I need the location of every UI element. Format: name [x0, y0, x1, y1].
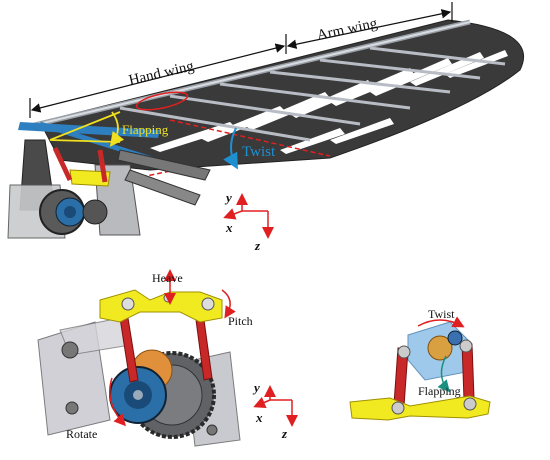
br-yellow-base	[349, 395, 491, 421]
br-twist-label: Twist	[428, 307, 455, 321]
rotate-label: Rotate	[66, 427, 97, 441]
top-coordinate-axes	[223, 193, 274, 239]
pitch-label: Pitch	[228, 314, 253, 328]
bl-axis-y: y	[252, 380, 260, 395]
span-dimension-lines	[29, 2, 453, 118]
top-twist-arrow	[223, 127, 238, 170]
bl-coordinate-axes	[253, 385, 298, 427]
twist-ref-line	[169, 119, 331, 157]
top-axis-z: z	[254, 238, 261, 253]
bl-axis-z: z	[281, 426, 288, 441]
br-flapping-arrow	[437, 355, 450, 393]
top-flapping-label: Flapping	[122, 122, 169, 137]
br-flapping-label: Flapping	[418, 384, 461, 398]
pitch-arrow	[221, 289, 236, 319]
bl-axis-x: x	[255, 410, 263, 425]
top-stand	[7, 139, 211, 239]
top-axis-y: y	[224, 190, 232, 205]
top-axis-x: x	[225, 220, 233, 235]
br-twist-arrow	[417, 316, 465, 328]
hand-wing-label: Hand wing	[127, 58, 196, 89]
bottom-right-mechanism: Twist Flapping	[349, 307, 491, 421]
rotate-arrow	[109, 377, 127, 427]
heave-label: Heave	[152, 271, 183, 285]
bottom-left-mechanism: Heave Pitch Rotate y x z	[37, 269, 298, 447]
top-flapping-indicator	[49, 111, 125, 147]
top-wing-assembly: Flapping Twist Hand wing Arm wing y x z	[7, 2, 525, 253]
top-twist-label: Twist	[242, 144, 276, 160]
